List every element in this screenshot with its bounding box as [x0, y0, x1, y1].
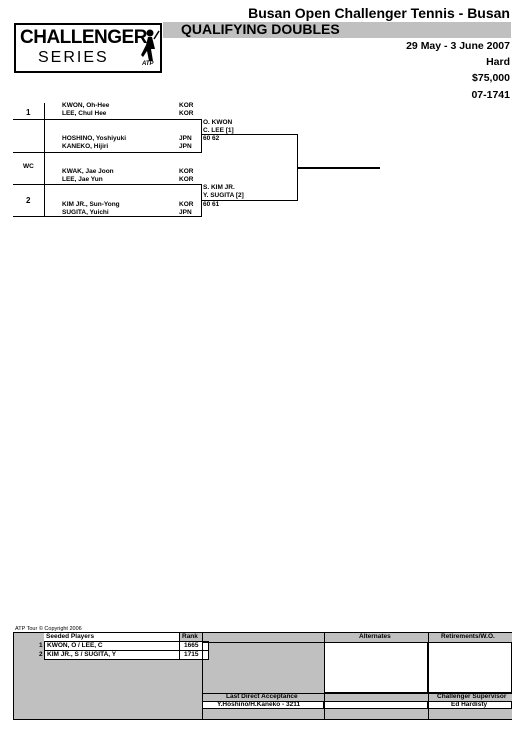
r2-winner-line1: O. KWON: [203, 119, 233, 126]
retirements-header: Retirements/W.O.: [441, 633, 495, 640]
r1-country: KOR: [179, 176, 194, 183]
seed-rank: 1665: [184, 642, 199, 649]
event-title-bar: [163, 22, 511, 38]
draw-seed-2: 2: [26, 196, 31, 205]
challenger-supervisor-label: Challenger Supervisor: [437, 693, 507, 700]
r1-player: HOSHINO, Yoshiyuki: [62, 135, 127, 142]
r1-country: KOR: [179, 168, 194, 175]
r1-country: JPN: [179, 135, 192, 142]
tournament-surface: Hard: [486, 56, 510, 68]
last-direct-acceptance-label: Last Direct Acceptance: [226, 693, 298, 700]
alternates-header: Alternates: [359, 633, 391, 640]
tournament-code: 07-1741: [471, 89, 510, 101]
r1-player: LEE, Jae Yun: [62, 176, 103, 183]
tournament-dates: 29 May - 3 June 2007: [406, 40, 510, 52]
logo-line1: CHALLENGER: [20, 27, 147, 48]
atp-player-icon: [141, 29, 160, 61]
seed-rank: 1715: [184, 651, 199, 658]
r2-score: 60 61: [203, 201, 220, 208]
draw-seed-1: 1: [26, 108, 31, 117]
seed-number: 1: [39, 642, 43, 649]
r2-score: 60 62: [203, 135, 220, 142]
logo-atp-mark: ATP: [142, 61, 154, 67]
r1-player: KIM JR., Sun-Yong: [62, 201, 120, 208]
r1-country: KOR: [179, 110, 194, 117]
r2-winner-line1: S. KIM JR.: [203, 184, 235, 191]
challenger-supervisor-value: Ed Hardisty: [451, 701, 488, 708]
logo-line2: SERIES: [38, 49, 109, 66]
r1-country: KOR: [179, 102, 194, 109]
footer-panel: Seeded Players Rank 1 KWON, O / LEE, C 1…: [13, 632, 512, 720]
r1-country: JPN: [179, 143, 192, 150]
r1-country: JPN: [179, 209, 192, 216]
r1-player: KWON, Oh-Hee: [62, 102, 110, 109]
r2-winner-line2: C. LEE [1]: [203, 127, 234, 134]
challenger-series-logo: CHALLENGER SERIES ATP: [14, 23, 162, 73]
copyright: ATP Tour © Copyright 2006: [15, 626, 82, 632]
r2-winner-line2: Y. SUGITA [2]: [203, 192, 244, 199]
seed-number: 2: [39, 651, 43, 658]
r1-player: KWAK, Jae Joon: [62, 168, 114, 175]
event-title: QUALIFYING DOUBLES: [181, 21, 340, 37]
seed-team: KWON, O / LEE, C: [47, 642, 103, 649]
r1-player: SUGITA, Yuichi: [62, 209, 109, 216]
tournament-title: Busan Open Challenger Tennis - Busan: [248, 5, 510, 21]
r1-country: KOR: [179, 201, 194, 208]
r1-player: LEE, Chul Hee: [62, 110, 107, 117]
draw-wc: WC: [23, 163, 34, 170]
seeded-players-header: Seeded Players: [46, 633, 95, 640]
rank-header: Rank: [182, 633, 198, 640]
r1-player: KANEKO, Hijiri: [62, 143, 109, 150]
seed-team: KIM JR., S / SUGITA, Y: [47, 651, 117, 658]
last-direct-acceptance-value: Y.Hoshino/H.Kaneko - 3211: [217, 701, 301, 708]
prize-money: $75,000: [472, 72, 510, 84]
